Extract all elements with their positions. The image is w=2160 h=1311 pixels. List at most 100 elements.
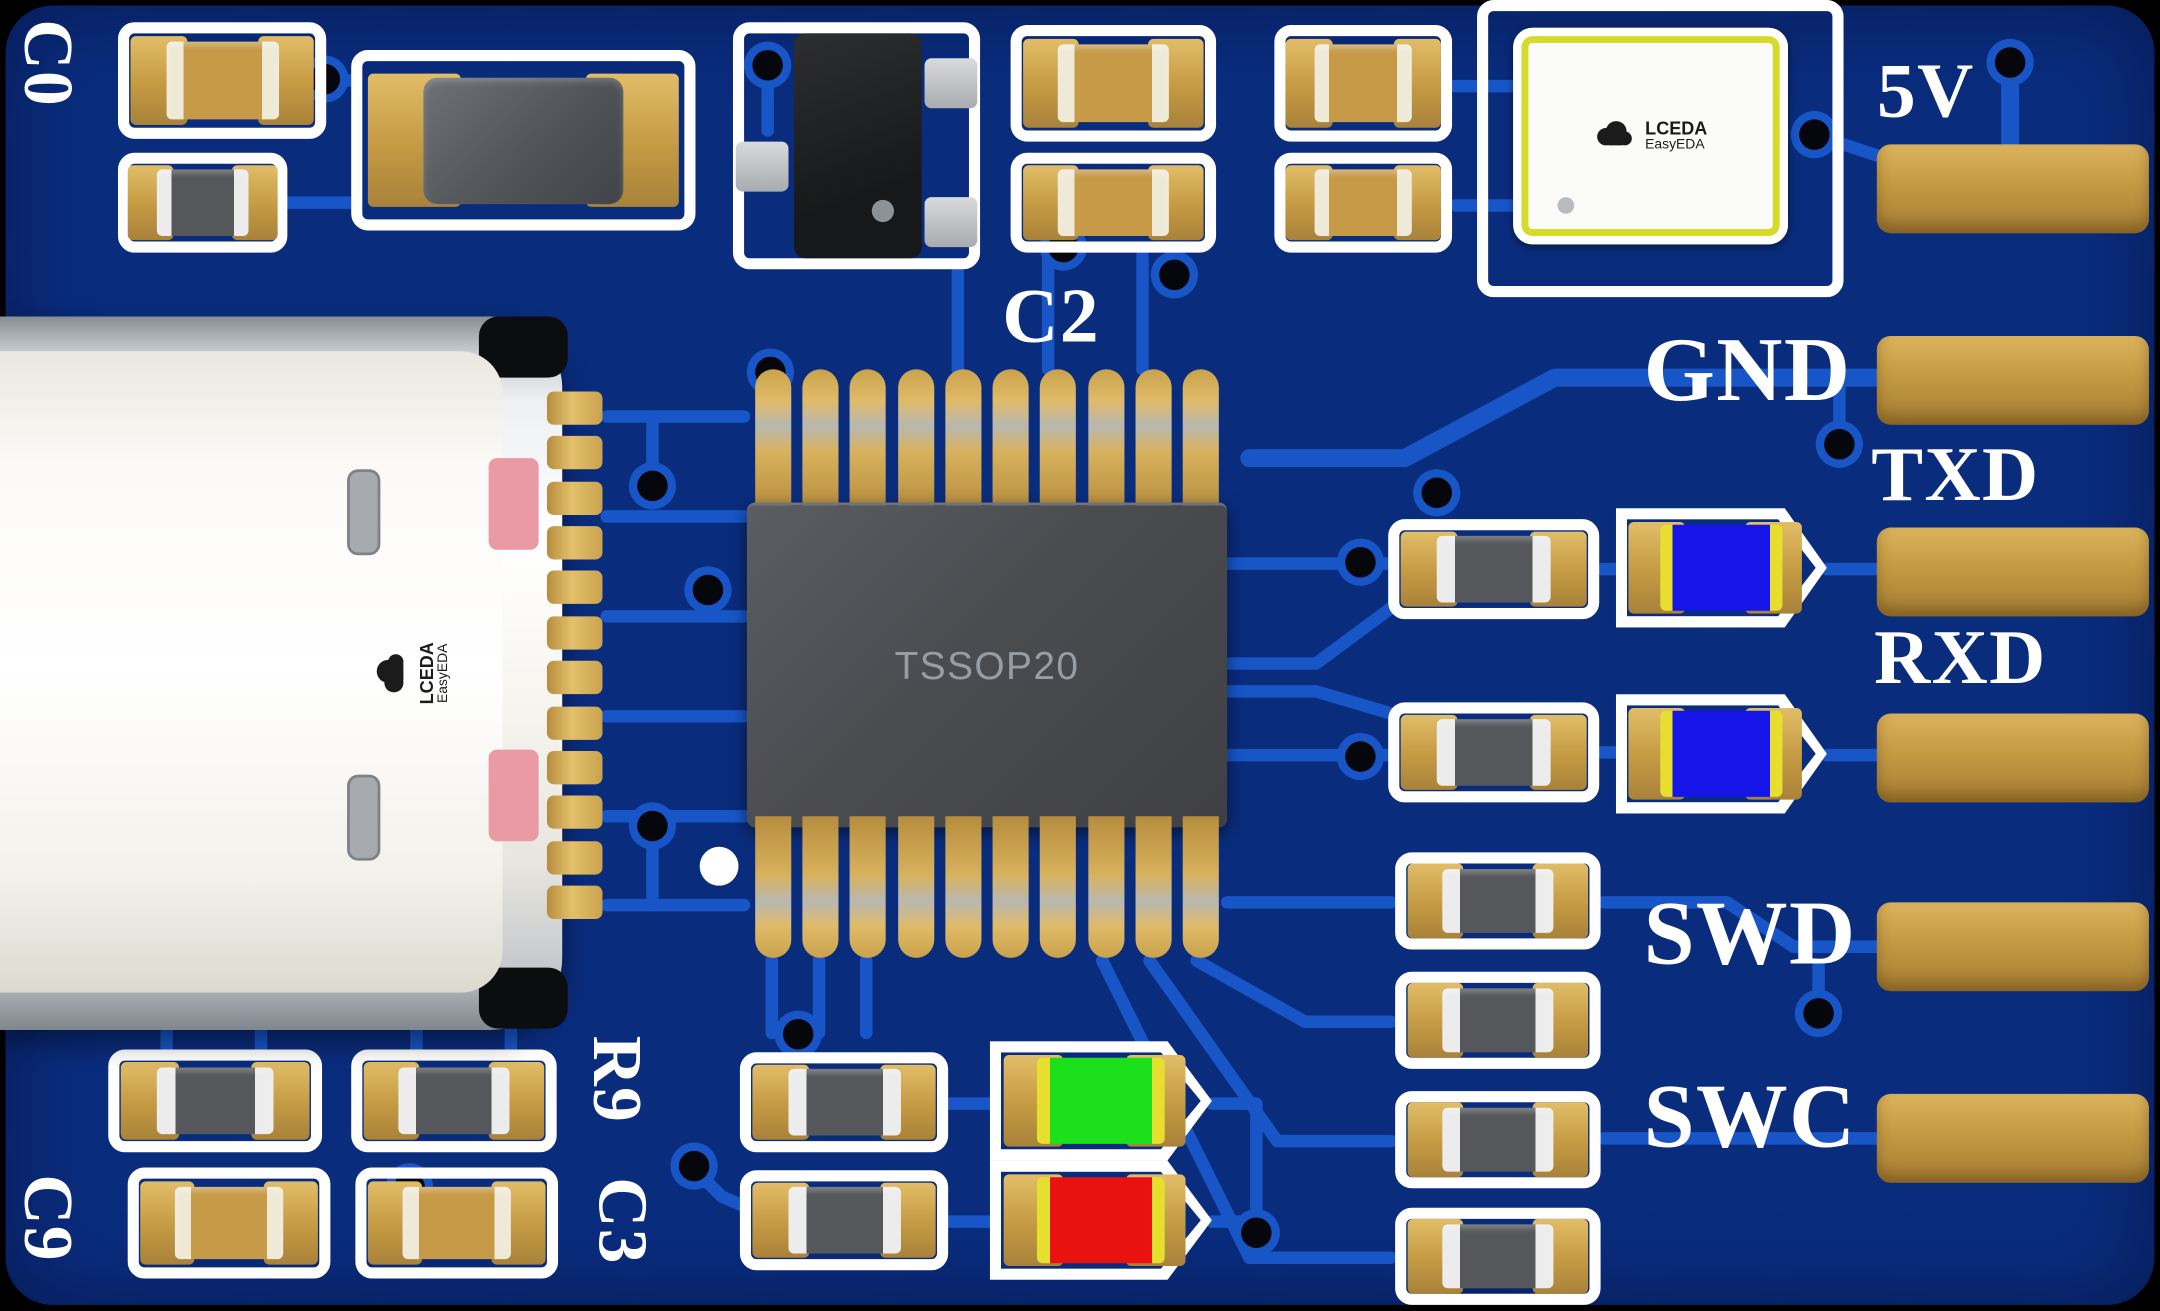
ic-pin <box>802 369 839 511</box>
led-blue <box>1615 508 1827 628</box>
edge-pad-gnd <box>1876 335 2149 425</box>
ic-pins-bottom <box>755 816 1219 958</box>
ic-pin <box>755 369 792 511</box>
edge-pad-txd <box>1876 527 2149 617</box>
silkscreen-outline <box>1010 24 1217 142</box>
ic-pin <box>802 816 839 958</box>
sot23-lead <box>735 141 789 192</box>
crystal-oscillator: LCEDA EasyEDA <box>1513 27 1789 245</box>
silkscreen-outline <box>355 1167 559 1279</box>
ic-pin <box>992 369 1029 511</box>
silkscreen-outline <box>1274 152 1453 253</box>
diode-body <box>423 77 624 204</box>
usb-mount-leg <box>478 967 568 1029</box>
via <box>1345 741 1376 772</box>
resistor-body <box>157 1066 273 1135</box>
silkscreen-outline <box>117 22 327 139</box>
usb-pin <box>546 436 603 470</box>
capacitor-body <box>1057 44 1169 122</box>
resistor-0402 <box>1395 1207 1601 1305</box>
usb-insulator <box>488 749 539 842</box>
logo-brand: LCEDA <box>417 642 438 705</box>
lceda-logo: LCEDA EasyEDA <box>317 576 511 770</box>
usb-pin <box>546 616 603 650</box>
sot23-lead <box>924 58 978 109</box>
silkscreen-outline <box>1395 1091 1601 1189</box>
sot23-transistor <box>732 22 981 270</box>
silkscreen-label-txd: TXD <box>1871 431 2040 518</box>
logo-brand: LCEDA <box>1645 117 1708 139</box>
silkscreen-outline <box>1274 24 1453 142</box>
capacitor-body <box>401 1186 512 1260</box>
silkscreen-outline <box>739 1052 949 1153</box>
led-body-blue <box>1660 524 1783 611</box>
silkscreen-outline <box>117 152 288 253</box>
usb-pin <box>546 571 603 605</box>
ic-pin <box>1040 816 1077 958</box>
via <box>1421 477 1453 509</box>
ic-pin <box>1135 369 1172 511</box>
resistor-body <box>1442 1107 1554 1172</box>
silkscreen-outline <box>1395 971 1601 1069</box>
resistor-body <box>787 1187 901 1254</box>
resistor-0402 <box>108 1049 323 1153</box>
resistor-0402 <box>1395 852 1601 950</box>
via <box>1803 998 1834 1029</box>
silkscreen-outline <box>1477 0 1844 298</box>
ic-pin <box>897 369 934 511</box>
silkscreen-outline <box>108 1049 323 1153</box>
capacitor-0402 <box>127 1167 331 1279</box>
usb-pin <box>546 750 603 785</box>
resistor-0402 <box>1395 971 1601 1069</box>
silkscreen-label-c3: C3 <box>584 1177 663 1265</box>
crystal-pin1-dot <box>1557 197 1575 214</box>
resistor-0402 <box>739 1170 949 1271</box>
ic-pin <box>945 369 982 511</box>
edge-pad-5v <box>1876 144 2149 234</box>
silkscreen-label-5v: 5V <box>1876 48 1975 135</box>
cloud-icon <box>1594 119 1636 154</box>
via <box>637 810 668 842</box>
edge-pad-rxd <box>1876 713 2149 803</box>
via <box>1159 259 1190 291</box>
resistor-0402 <box>1388 519 1600 620</box>
via <box>1799 119 1830 150</box>
capacitor-body <box>1315 169 1412 236</box>
capacitor-0402 <box>117 22 327 139</box>
silkscreen-outline <box>1395 852 1601 950</box>
ic-pins-top <box>755 369 1219 511</box>
silkscreen-label-c0: C0 <box>9 19 88 108</box>
led-body-green <box>1036 1057 1166 1144</box>
ic-pin <box>755 816 792 958</box>
silkscreen-outline <box>351 49 696 231</box>
capacitor-0402 <box>1274 24 1453 142</box>
usb-pin <box>546 795 603 830</box>
usb-pin <box>546 705 603 740</box>
sot23-body <box>794 33 922 259</box>
usb-spring-contact <box>347 774 381 861</box>
usb-pin <box>546 840 603 875</box>
usb-pin <box>546 481 603 515</box>
silkscreen-dot <box>699 846 739 886</box>
ic-pin <box>897 816 934 958</box>
via <box>637 470 668 502</box>
ic-pin <box>850 369 887 511</box>
silkscreen-outline <box>1395 1207 1601 1305</box>
silkscreen-outline <box>127 1167 331 1279</box>
capacitor-body <box>174 1186 284 1260</box>
via <box>1345 546 1376 578</box>
resistor-body <box>1442 1224 1554 1289</box>
usb-c-connector: LCEDA EasyEDA <box>0 312 618 1034</box>
ic-pin <box>992 816 1029 958</box>
diode-sma <box>351 49 696 231</box>
usb-pin <box>546 526 603 560</box>
resistor-0402 <box>351 1049 557 1153</box>
ic-pin <box>1135 816 1172 958</box>
usb-pin <box>546 391 603 425</box>
resistor-0402 <box>1395 1091 1601 1189</box>
resistor-0402 <box>1388 702 1600 803</box>
capacitor-0402 <box>355 1167 559 1279</box>
logo-sub: EasyEDA <box>435 643 452 703</box>
